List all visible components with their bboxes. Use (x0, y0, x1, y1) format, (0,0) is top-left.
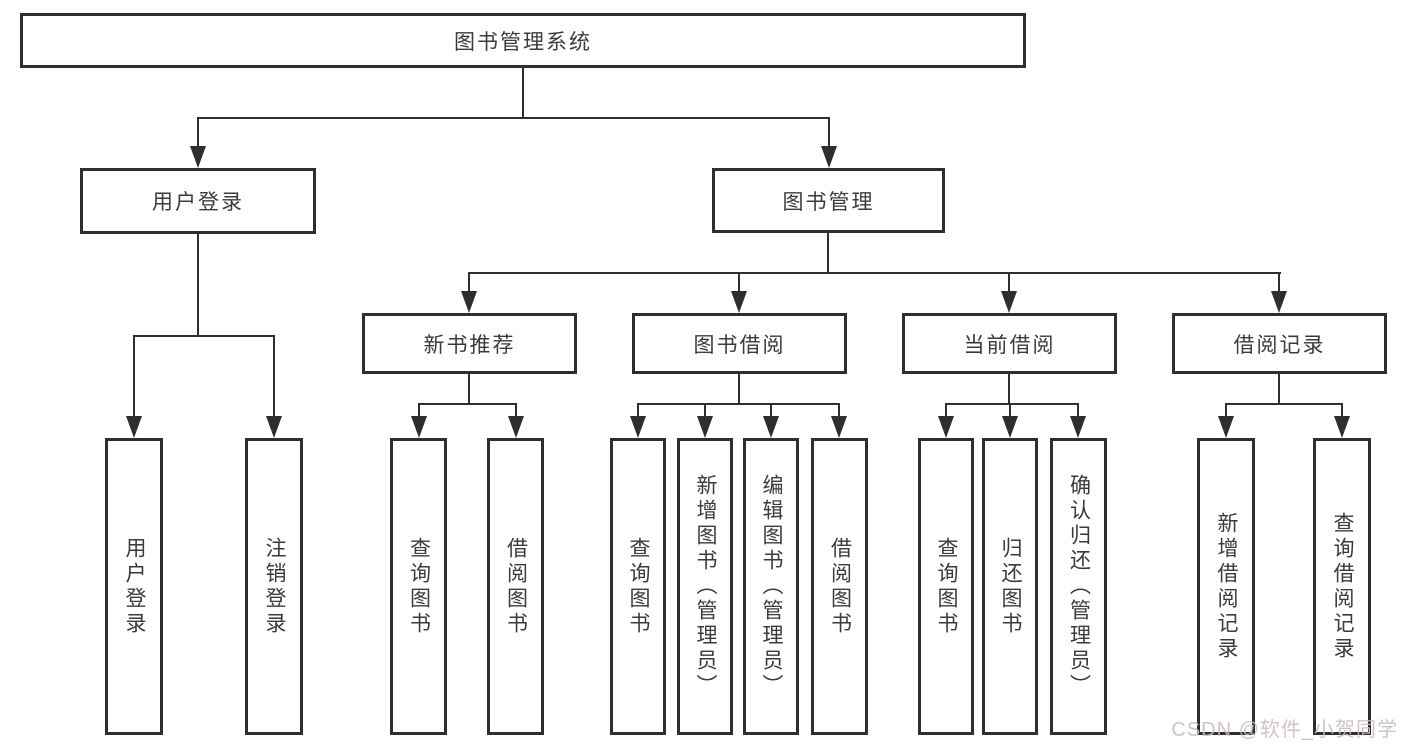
arrow-down-icon (1334, 416, 1350, 438)
connector-leaf-rail (637, 403, 840, 405)
leaf-return-books: 归还图书 (982, 438, 1038, 735)
leaf-add-borrow-record: 新增借阅记录 (1197, 438, 1255, 735)
arrow-down-icon (461, 291, 477, 313)
arrow-down-icon (190, 146, 206, 168)
arrow-down-icon (1271, 291, 1287, 313)
connector-book-management-drop (828, 117, 830, 147)
arrow-down-icon (630, 416, 646, 438)
connector-group-drop (1008, 272, 1010, 292)
leaf-borrow-books: 借阅图书 (811, 438, 868, 735)
arrow-down-icon (831, 416, 847, 438)
connector-group-stem (468, 374, 470, 404)
arrow-down-icon (697, 416, 713, 438)
leaf-confirm-return-admin: 确认归还（管理员） (1050, 438, 1107, 735)
connector-user-login-stem (197, 234, 199, 335)
arrow-down-icon (508, 416, 524, 438)
connector-leaf-drop (838, 403, 840, 417)
node-borrow-records: 借阅记录 (1172, 313, 1387, 374)
arrow-down-icon (731, 291, 747, 313)
connector-leaf-drop (515, 403, 517, 417)
connector-leaf-drop (1077, 403, 1079, 417)
leaf-user-login: 用户登录 (105, 438, 163, 735)
leaf-edit-books-admin: 编辑图书（管理员） (743, 438, 799, 735)
connector-leaf-drop (418, 403, 420, 417)
connector-leaf-drop (945, 403, 947, 417)
node-book-borrow: 图书借阅 (632, 313, 847, 374)
arrow-down-icon (126, 416, 142, 438)
node-current-borrow: 当前借阅 (902, 313, 1117, 374)
arrow-down-icon (763, 416, 779, 438)
csdn-watermark: CSDN @软件_小贺同学 (1171, 719, 1398, 741)
connector-leaf-rail (418, 403, 517, 405)
arrow-down-icon (938, 416, 954, 438)
arrow-down-icon (821, 146, 837, 168)
connector-leaf-drop (770, 403, 772, 417)
connector-group-stem (738, 374, 740, 404)
connector-level1-rail (197, 117, 830, 119)
connector-leaf-drop (1009, 403, 1011, 417)
leaf-add-books-admin: 新增图书（管理员） (677, 438, 733, 735)
connector-group-stem (1278, 374, 1280, 404)
node-user-login: 用户登录 (80, 168, 316, 234)
arrow-down-icon (1002, 416, 1018, 438)
node-book-management: 图书管理 (712, 168, 945, 233)
connector-leaf-drop (133, 335, 135, 417)
arrow-down-icon (1218, 416, 1234, 438)
connector-leaf-drop (704, 403, 706, 417)
arrow-down-icon (1070, 416, 1086, 438)
leaf-borrow-books-recommend: 借阅图书 (487, 438, 544, 735)
arrow-down-icon (266, 416, 282, 438)
connector-group-drop (1278, 272, 1280, 292)
connector-group-stem (1008, 374, 1010, 404)
node-new-book-recommend: 新书推荐 (362, 313, 577, 374)
leaf-logout: 注销登录 (245, 438, 303, 735)
connector-group-drop (738, 272, 740, 292)
connector-root-stem (522, 68, 524, 117)
connector-book-management-stem (827, 233, 829, 272)
connector-leaf-rail (945, 403, 1079, 405)
connector-leaf-drop (1341, 403, 1343, 417)
leaf-query-borrow-record: 查询借阅记录 (1313, 438, 1371, 735)
connector-group-drop (468, 272, 470, 292)
connector-level2-rail (468, 272, 1281, 274)
leaf-query-books-borrow: 查询图书 (610, 438, 666, 735)
leaf-query-books-current: 查询图书 (918, 438, 974, 735)
leaf-query-books-recommend: 查询图书 (390, 438, 447, 735)
connector-user-login-drop (197, 117, 199, 147)
arrow-down-icon (1001, 291, 1017, 313)
connector-leaf-drop (273, 335, 275, 417)
connector-leaf-drop (1225, 403, 1227, 417)
connector-leaf-drop (637, 403, 639, 417)
connector-user-login-rail (133, 335, 275, 337)
node-root: 图书管理系统 (20, 13, 1026, 68)
arrow-down-icon (411, 416, 427, 438)
connector-leaf-rail (1225, 403, 1343, 405)
